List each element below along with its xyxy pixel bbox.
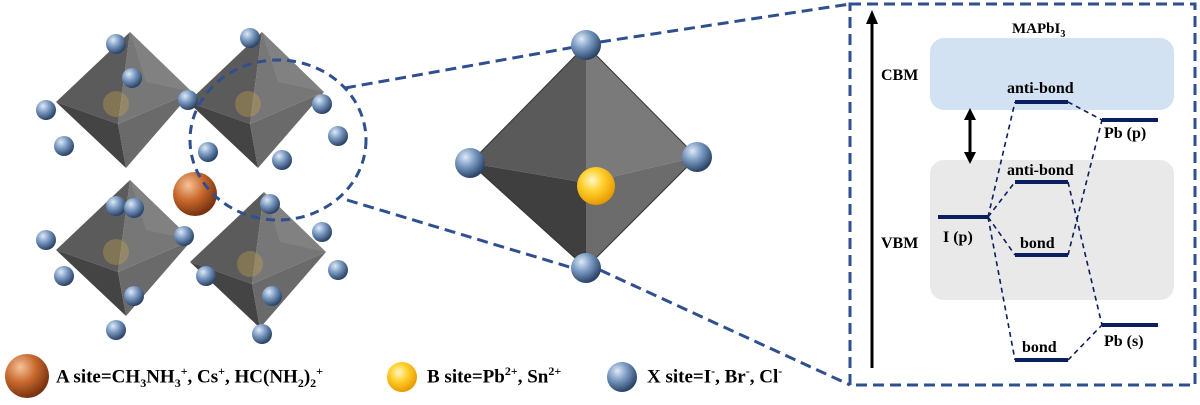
band-gap-arrowhead-up (964, 108, 976, 120)
x-atom (328, 260, 348, 280)
zoom-line-top (344, 43, 587, 90)
x-atom-left (455, 148, 485, 178)
x-atom (54, 266, 74, 286)
perovskite-lattice (36, 28, 348, 344)
x-atom (106, 320, 126, 340)
zoom-ellipse (188, 58, 368, 222)
anti-bond-top-label: anti-bond (1007, 80, 1074, 97)
b-atom-center (577, 167, 615, 205)
x-atom-top (571, 30, 601, 60)
lattice-octahedron (56, 32, 192, 168)
x-atom (36, 230, 56, 250)
legend-x-atom (607, 362, 637, 392)
bond-bottom-label: bond (1022, 339, 1057, 356)
x-atom (122, 68, 142, 88)
x-atom (240, 28, 260, 48)
legend-b-atom (387, 362, 417, 392)
legend-a-atom (5, 354, 49, 398)
zoom-line-panel-top (599, 2, 851, 44)
energy-axis-arrowhead (866, 10, 878, 24)
x-atom (312, 222, 332, 242)
anti-bond-mid-label: anti-bond (1007, 162, 1074, 179)
x-atom (106, 34, 126, 54)
legend: A site=CH3NH3+, Cs+, HC(NH2)2+ B site=Pb… (0, 352, 840, 400)
lattice-octahedron (190, 192, 326, 328)
pb-s-label: Pb (s) (1104, 333, 1144, 350)
legend-b-site-text: B site=Pb2+, Sn2+ (427, 364, 562, 388)
x-atom (124, 198, 144, 218)
zoom-line-bottom (346, 198, 587, 274)
single-octahedron (455, 30, 712, 283)
legend-x-site-text: X site=I-, Br-, Cl- (647, 364, 783, 388)
i-p-label: I (p) (943, 229, 973, 246)
x-atom (196, 266, 216, 286)
x-atom (252, 324, 272, 344)
cbm-band (930, 38, 1174, 110)
x-atom (54, 136, 74, 156)
cbm-label: CBM (881, 67, 918, 84)
b-atom-hidden (103, 91, 129, 117)
x-atom (262, 286, 282, 306)
x-atom (272, 150, 292, 170)
vbm-label: VBM (881, 235, 918, 252)
bond-mid-label: bond (1020, 235, 1055, 252)
x-atom (260, 194, 280, 214)
x-atom (198, 142, 218, 162)
x-atom (328, 126, 348, 146)
legend-a-site-text: A site=CH3NH3+, Cs+, HC(NH2)2+ (56, 364, 323, 391)
pb-p-label: Pb (p) (1104, 125, 1146, 142)
b-atom-hidden (235, 91, 261, 117)
x-atom (178, 90, 198, 110)
x-atom (106, 196, 126, 216)
energy-diagram: MAPbI3 CBM VBM anti-bond Pb (p) anti-bon… (848, 2, 1197, 387)
b-atom-hidden (237, 251, 263, 277)
zoom-line-panel-bottom (599, 268, 851, 387)
x-atom-bottom (571, 253, 601, 283)
x-atom (36, 100, 56, 120)
x-atom (124, 286, 144, 306)
band-gap-arrowhead-down (964, 152, 976, 164)
a-atom-center (173, 172, 217, 216)
b-atom-hidden (103, 239, 129, 265)
x-atom-right (682, 142, 712, 172)
x-atom (312, 94, 332, 114)
vbm-band (930, 160, 1174, 300)
material-label: MAPbI3 (1012, 21, 1065, 40)
x-atom (174, 226, 194, 246)
correlation-lines (987, 101, 1103, 361)
